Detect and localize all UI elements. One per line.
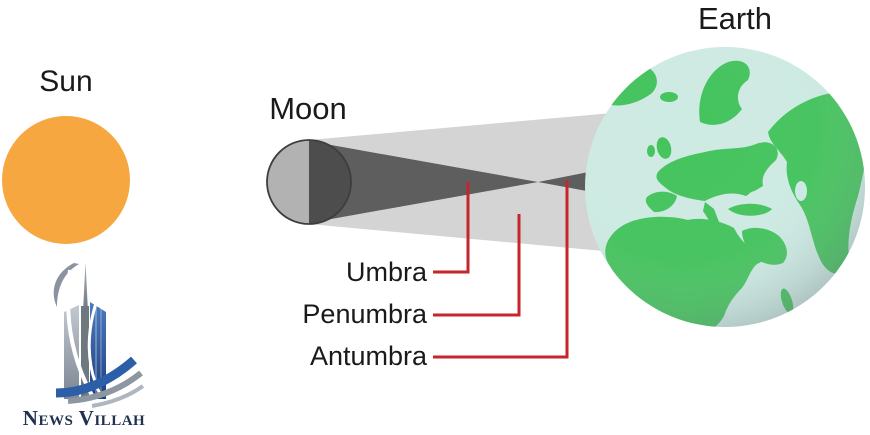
antumbra-callout-line [433, 180, 569, 359]
antumbra-label: Antumbra [309, 341, 427, 371]
sun-label: Sun [39, 65, 93, 98]
moon [266, 139, 352, 225]
logo-base-swoosh-light [91, 384, 145, 408]
earth-globe [585, 47, 865, 327]
logo-leaf-swoosh [53, 263, 79, 307]
logo-white-sail [66, 269, 95, 398]
earth-label: Earth [697, 1, 773, 36]
logo-left-tower [64, 305, 79, 399]
logo-base-swoosh-blue [55, 356, 137, 398]
umbra-callout-line [433, 182, 470, 274]
penumbra-label: Penumbra [302, 299, 427, 329]
logo-center-column [81, 306, 89, 399]
penumbra-callout-line [433, 214, 521, 317]
umbra-shadow-cone [309, 141, 538, 223]
moon-label: Moon [269, 91, 347, 126]
logo-base-swoosh-gray [67, 370, 143, 404]
umbra-label: Umbra [345, 257, 427, 287]
callout-lines [433, 180, 569, 359]
sun-disc [2, 116, 130, 244]
moon-outline [266, 139, 352, 225]
brand-wordmark: News Villah [22, 406, 146, 430]
moon-dark-half [309, 140, 351, 224]
news-villah-logo-icon [53, 262, 145, 408]
logo-spire [83, 262, 88, 312]
earth-shading-overlay [585, 47, 865, 327]
